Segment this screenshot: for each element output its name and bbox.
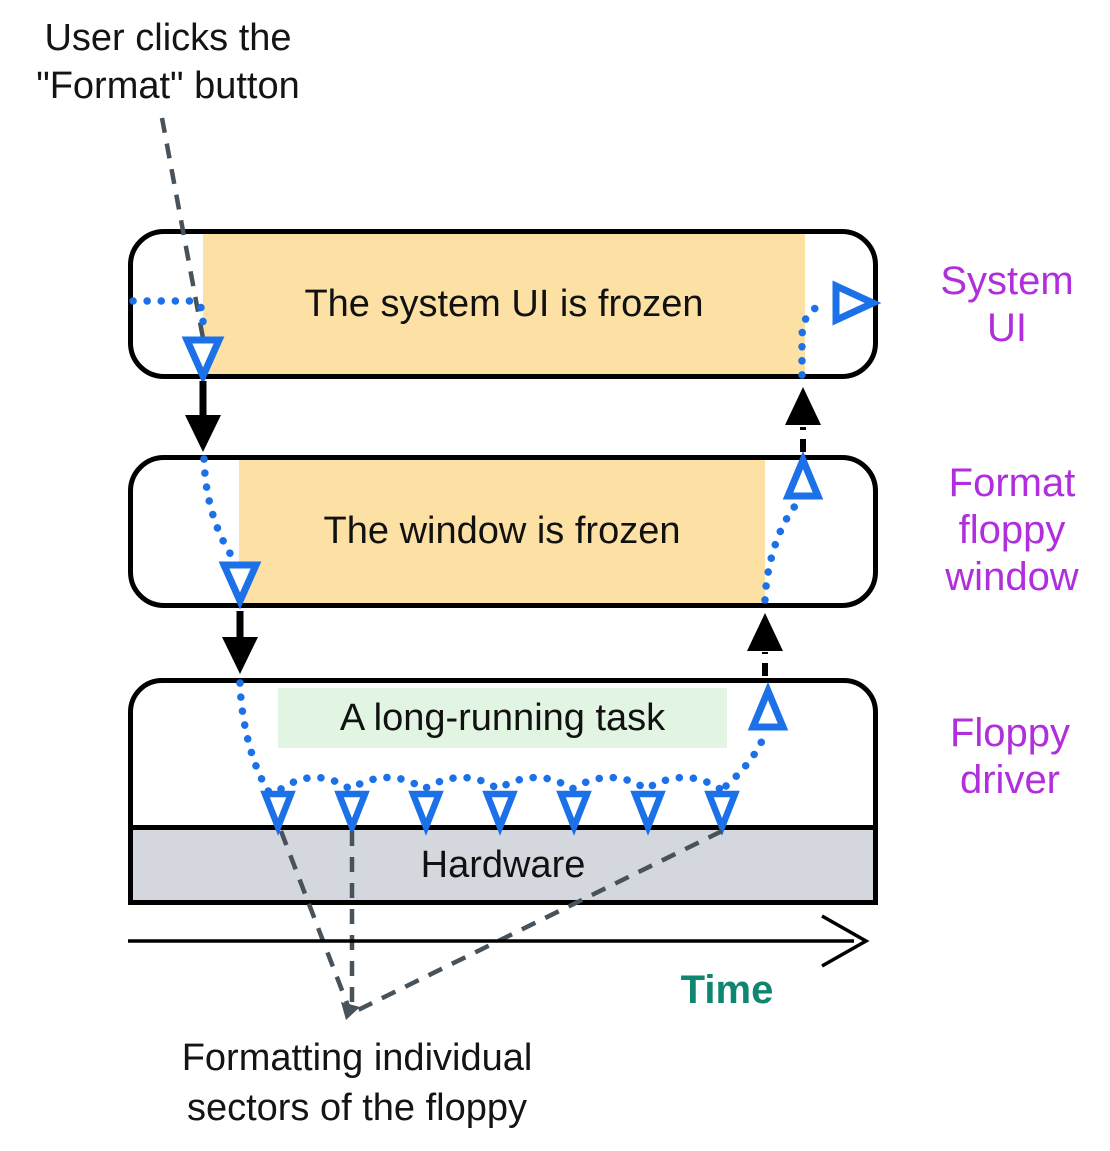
sector-annotation-line1: Formatting individual bbox=[181, 1037, 533, 1079]
sector-annotation-line2: sectors of the floppy bbox=[186, 1087, 528, 1129]
format-window-lane-label-line1: Format bbox=[948, 461, 1076, 505]
return-arrow-1-head-icon bbox=[747, 613, 783, 651]
system-ui-lane-label-line1: System bbox=[940, 259, 1074, 303]
format-window-lane-label-line2: floppy bbox=[958, 508, 1066, 552]
system-ui-frozen-band: The system UI is frozen bbox=[203, 234, 805, 374]
time-axis-arrowhead-icon bbox=[821, 914, 870, 968]
long-running-task-band: A long-running task bbox=[278, 688, 727, 748]
hardware-label: Hardware bbox=[420, 843, 586, 886]
floppy-driver-lane-label-line1: Floppy bbox=[949, 711, 1071, 755]
window-frozen-text: The window is frozen bbox=[323, 510, 681, 552]
return-arrow-2-head-icon bbox=[785, 387, 821, 425]
floppy-driver-lane-label-line2: driver bbox=[959, 758, 1061, 802]
time-axis-label: Time bbox=[680, 968, 774, 1012]
window-frozen-band: The window is frozen bbox=[239, 460, 765, 603]
system-ui-lane-label-line2: UI bbox=[987, 306, 1027, 350]
user-click-annotation: User clicks the "Format" button bbox=[0, 14, 336, 110]
sector-leader-head-icon bbox=[341, 1002, 360, 1020]
call-arrow-1-head-icon bbox=[185, 415, 221, 452]
system-ui-frozen-text: The system UI is frozen bbox=[304, 282, 704, 325]
hardware-bar: Hardware bbox=[128, 825, 878, 905]
long-running-task-text: A long-running task bbox=[339, 696, 666, 739]
user-click-annotation-line1: User clicks the bbox=[44, 17, 292, 59]
system-ui-lane-label: System UI bbox=[897, 258, 1110, 352]
floppy-driver-lane-label: Floppy driver bbox=[900, 710, 1110, 804]
call-arrow-2-head-icon bbox=[222, 637, 258, 674]
user-click-annotation-line2: "Format" button bbox=[36, 65, 300, 107]
format-window-lane-label-line3: window bbox=[945, 555, 1079, 599]
sector-annotation: Formatting individual sectors of the flo… bbox=[157, 1033, 557, 1133]
format-window-lane-label: Format floppy window bbox=[902, 460, 1110, 601]
